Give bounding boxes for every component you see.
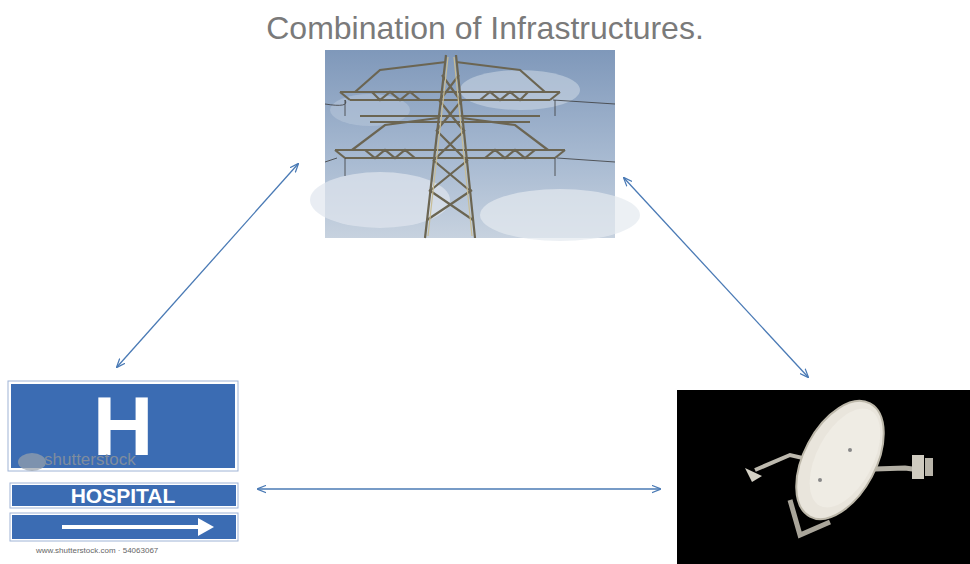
- link-arrow: [624, 178, 808, 377]
- watermark-url: www.shutterstock.com · 54063067: [36, 546, 158, 555]
- hospital-sign-box: HHOSPITAL: [11, 384, 235, 508]
- watermark: shutterstock: [44, 450, 136, 470]
- sign-text: HOSPITAL: [11, 485, 235, 506]
- diagram-title: Combination of Infrastructures.: [0, 10, 970, 47]
- satellite-dish-photo: [677, 387, 970, 564]
- link-arrows: [117, 164, 808, 489]
- link-arrow: [258, 488, 660, 489]
- link-arrow: [117, 164, 298, 367]
- hospital-sign: [8, 381, 238, 541]
- pylon-photo: [310, 50, 640, 241]
